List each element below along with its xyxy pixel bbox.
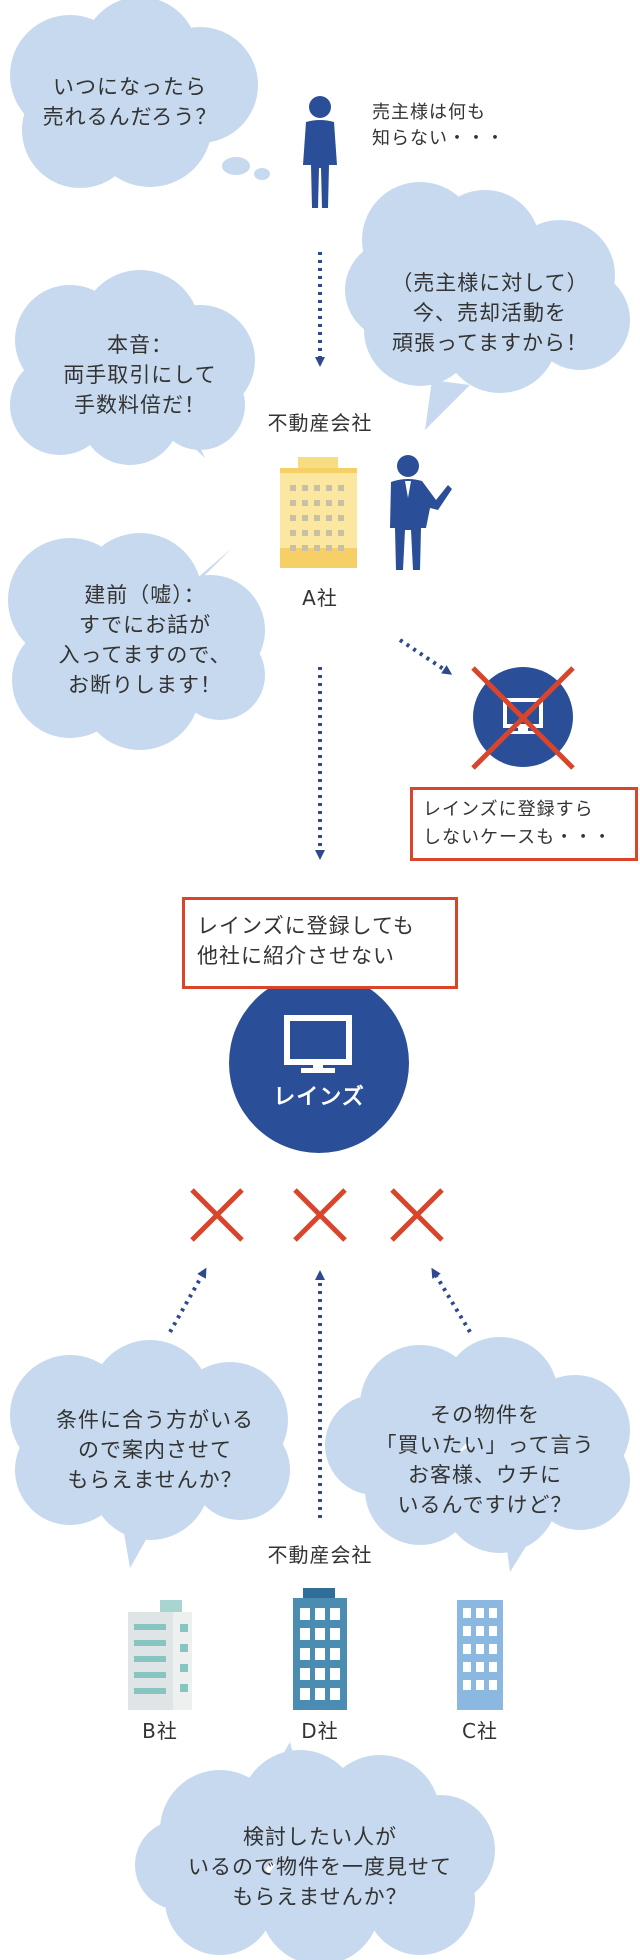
arrow-b-to-reins bbox=[168, 1267, 207, 1333]
claim-bubble bbox=[345, 182, 630, 430]
tatemae-bubble bbox=[8, 533, 265, 750]
agent-a-person-icon bbox=[390, 455, 452, 570]
agent-d-name: D社 bbox=[301, 1719, 339, 1743]
b-speech-text: 条件に合う方がいる ので案内させて もらえませんか？ bbox=[56, 1408, 254, 1492]
c-speech-bubble bbox=[325, 1337, 630, 1572]
reins-label: レインズ bbox=[273, 1085, 365, 1110]
other-agents-header: 不動産会社 bbox=[267, 1543, 373, 1567]
agent-a-header: 不動産会社 bbox=[267, 411, 373, 435]
agent-c-name: C社 bbox=[462, 1719, 498, 1743]
agent-b-name: B社 bbox=[142, 1719, 178, 1743]
blocked-crosses bbox=[190, 1188, 444, 1242]
tatemae-text: 建前（嘘）： すでにお話が 入ってますので、 お断りします！ bbox=[58, 583, 232, 697]
honne-bubble bbox=[10, 270, 255, 465]
seller-person-icon bbox=[303, 96, 337, 208]
building-a-icon bbox=[280, 457, 357, 568]
arrow-c-to-reins bbox=[431, 1267, 472, 1334]
reins-main-icon bbox=[229, 973, 409, 1153]
c-speech-text: その物件を 「買いたい」って言う お客様、ウチに いるんですけど？ bbox=[375, 1403, 595, 1517]
honne-text: 本音： 両手取引にして 手数料倍だ！ bbox=[63, 333, 217, 417]
building-d-icon bbox=[293, 1588, 347, 1710]
seller-note-text: 売主様は何も 知らない・・・ bbox=[372, 102, 505, 149]
agent-a-name: A社 bbox=[302, 586, 338, 610]
b-speech-bubble bbox=[10, 1340, 290, 1568]
claim-text: （売主様に対して） 今、売却活動を 頑張ってますから！ bbox=[391, 271, 589, 355]
d-speech-bubble bbox=[135, 1742, 495, 1960]
reins-note-box: レインズに登録しても 他社に紹介させない bbox=[182, 897, 458, 989]
seller-thought-text: いつになったら 売れるんだろう？ bbox=[42, 75, 218, 129]
d-speech-text: 検討したい人が いるので物件を一度見せて もらえませんか？ bbox=[188, 1825, 452, 1909]
reins-small-crossed-icon bbox=[471, 666, 575, 770]
no-register-note-box: レインズに登録すら しないケースも・・・ bbox=[410, 787, 638, 861]
building-b-icon bbox=[128, 1600, 192, 1710]
seller-thought-bubble bbox=[10, 0, 270, 188]
arrow-a-to-reins-small bbox=[398, 638, 453, 675]
building-c-icon bbox=[457, 1600, 503, 1710]
